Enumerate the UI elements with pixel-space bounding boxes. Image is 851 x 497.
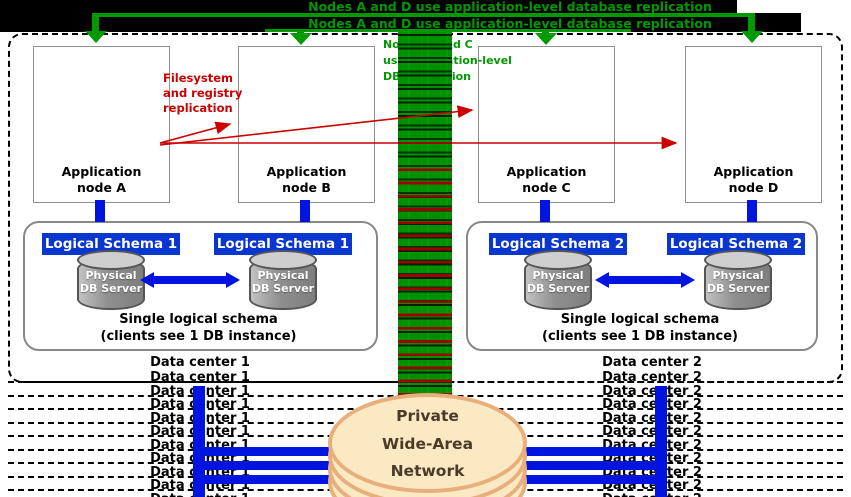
datacenter-1-label: Data center 1 [150,355,250,370]
schema-caption-2: Single logical schema(clients see 1 DB i… [542,312,738,344]
logical-schema-1a: Logical Schema 1 [42,233,180,255]
wan-link-right [520,475,667,484]
green-stem-node-c [542,29,549,34]
wan-link-right [520,447,667,456]
db-sync-arrow-right-icon [226,272,240,288]
db-sync-arrow-right-icon [681,272,695,288]
filesystem-replication-note: Filesystem and registry replication [163,71,243,115]
ad-replication-banner-2: Nodes A and D use application-level data… [308,16,712,31]
green-bracket-a-d [96,13,753,17]
down-arrowhead-node-a-icon [85,31,107,43]
connector-node-c-db [540,200,550,222]
wan-link-left [193,461,330,470]
green-stem-node-b [297,29,304,34]
wan-link-right [520,461,667,470]
green-stem-node-d [748,13,755,32]
connector-node-b-db [300,200,310,222]
schema-caption-1: Single logical schema(clients see 1 DB i… [100,312,297,344]
db-sync-arrow-left-icon [595,272,609,288]
top-glitch-black-band [0,0,737,14]
wan-link-left [193,475,330,484]
down-arrowhead-node-c-icon [535,33,557,45]
ad-replication-banner-1: Nodes A and D use application-level data… [308,0,712,14]
wan-ellipse [328,393,527,493]
db-sync-arrow-left-icon [140,272,154,288]
db-sync-arrow-shaft [609,276,681,284]
wan-link-left [193,447,330,456]
logical-schema-1b: Logical Schema 1 [214,233,352,255]
logical-schema-2a: Logical Schema 2 [489,233,627,255]
top-glitch-black-band [0,13,801,32]
down-arrowhead-node-d-icon [741,31,763,43]
datacenter-2-label: Data center 2 [602,355,702,370]
connector-node-d-db [747,200,757,222]
green-bracket-b-c [265,29,631,32]
db-sync-arrow-shaft [154,276,226,284]
logical-schema-2b: Logical Schema 2 [667,233,805,255]
connector-node-a-db [95,200,105,222]
green-stem-node-a [92,13,99,32]
wan-label: Private Wide-Area Network [381,407,474,480]
down-arrowhead-node-b-icon [290,33,312,45]
